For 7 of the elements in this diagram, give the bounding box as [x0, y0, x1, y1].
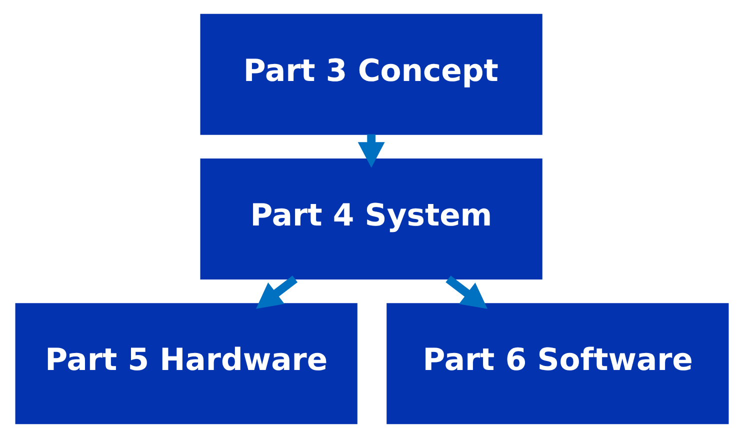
arrow — [445, 275, 487, 308]
arrow — [357, 134, 384, 168]
node-box: Part 6 Software — [386, 302, 728, 424]
node-box: Part 3 Concept — [200, 13, 542, 134]
node-box: Part 5 Hardware — [14, 302, 357, 424]
node-box: Part 4 System — [200, 158, 542, 279]
arrow — [255, 275, 298, 308]
